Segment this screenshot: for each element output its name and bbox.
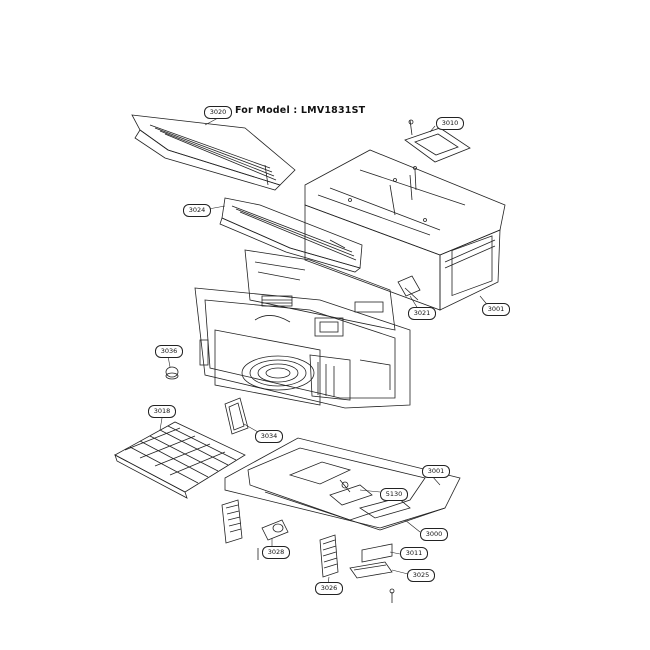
- callout-3024: 3024: [183, 204, 211, 217]
- callout-3011: 3011: [400, 547, 428, 560]
- part-3024-vent-grille: [219, 197, 363, 273]
- callout-3001-base: 3001: [422, 465, 450, 478]
- part-3011-lens: [361, 543, 393, 563]
- part-3018-rack: [114, 421, 246, 499]
- part-3026-filter: [319, 534, 339, 578]
- callout-3018: 3018: [148, 405, 176, 418]
- model-note: For Model : LMV1831ST: [235, 105, 366, 116]
- part-3010-bracket: [404, 119, 471, 191]
- callout-3020: 3020: [204, 106, 232, 119]
- callout-3025: 3025: [407, 569, 435, 582]
- part-3000-base: [224, 437, 461, 531]
- callout-3036: 3036: [155, 345, 183, 358]
- leader-lines: [159, 117, 491, 585]
- screw: [389, 588, 395, 603]
- callout-5130: 5130: [380, 488, 408, 501]
- callout-3028: 3028: [262, 546, 290, 559]
- callout-3021: 3021: [408, 307, 436, 320]
- part-3028-lamp: [221, 499, 289, 560]
- callout-3010: 3010: [436, 117, 464, 130]
- part-3025-cover: [349, 561, 393, 579]
- callout-3000: 3000: [420, 528, 448, 541]
- oven-chassis: [194, 249, 411, 409]
- part-3034-cover: [224, 397, 249, 435]
- part-3020-vent-grille: [131, 114, 296, 191]
- callout-3034: 3034: [255, 430, 283, 443]
- part-3001-cabinet: [304, 149, 506, 311]
- part-3036-knob: [165, 366, 179, 380]
- callout-3026: 3026: [315, 582, 343, 595]
- part-3021-bracket: [397, 275, 421, 301]
- callout-3001: 3001: [482, 303, 510, 316]
